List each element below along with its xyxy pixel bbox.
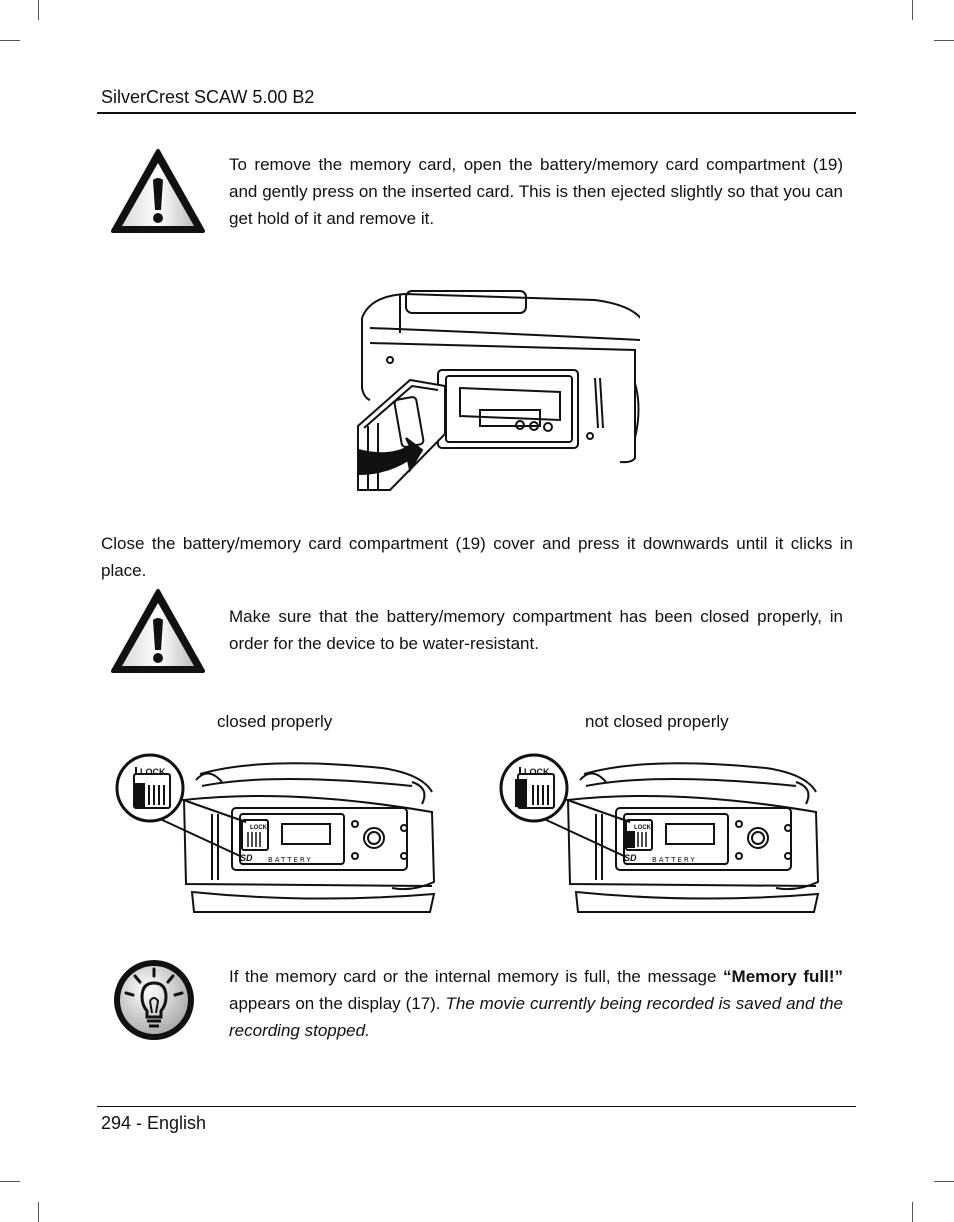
note-close-compartment: Close the battery/memory card compartmen… bbox=[101, 534, 853, 580]
lock-label-small: LOCK bbox=[250, 825, 268, 831]
camera-closed-properly-illustration: LOCK LOCK SD BATTERY bbox=[112, 752, 442, 922]
camera-not-closed-illustration: LOCK LOCK SD BATTERY bbox=[496, 752, 826, 922]
tip-text-middle: appears on the display (17). bbox=[229, 994, 446, 1013]
crop-mark bbox=[934, 1181, 954, 1182]
caption-not-closed-properly: not closed properly bbox=[585, 712, 729, 731]
page-footer: 294 - English bbox=[101, 1113, 207, 1133]
lock-label: LOCK bbox=[140, 767, 166, 777]
crop-mark bbox=[0, 40, 20, 41]
crop-mark bbox=[912, 0, 913, 20]
warning-triangle-icon bbox=[110, 148, 206, 239]
note-water-resistant: Make sure that the battery/memory compar… bbox=[229, 607, 843, 653]
tip-memory-full: If the memory card or the internal memor… bbox=[229, 963, 843, 1044]
crop-mark bbox=[38, 1202, 39, 1222]
crop-mark bbox=[934, 40, 954, 41]
lock-label-small: LOCK bbox=[634, 825, 652, 831]
tip-message-bold: “Memory full!” bbox=[723, 967, 843, 986]
page-header-title: SilverCrest SCAW 5.00 B2 bbox=[101, 87, 315, 107]
crop-mark bbox=[0, 1181, 20, 1182]
note-remove-card: To remove the memory card, open the batt… bbox=[229, 155, 843, 228]
tip-text-before: If the memory card or the internal memor… bbox=[229, 967, 724, 986]
sd-label: SD bbox=[624, 853, 637, 863]
tip-text-italic: The movie currently being recorded is sa… bbox=[229, 994, 843, 1040]
battery-label: BATTERY bbox=[268, 856, 313, 864]
warning-triangle-icon bbox=[110, 588, 206, 679]
sd-label: SD bbox=[240, 853, 253, 863]
footer-rule bbox=[97, 1106, 856, 1107]
crop-mark bbox=[912, 1202, 913, 1222]
lightbulb-icon bbox=[111, 957, 197, 1048]
crop-mark bbox=[38, 0, 39, 20]
lock-label: LOCK bbox=[524, 767, 550, 777]
caption-closed-properly: closed properly bbox=[217, 712, 333, 731]
header-rule bbox=[97, 112, 856, 114]
camera-open-compartment-illustration bbox=[350, 288, 647, 503]
battery-label: BATTERY bbox=[652, 856, 697, 864]
